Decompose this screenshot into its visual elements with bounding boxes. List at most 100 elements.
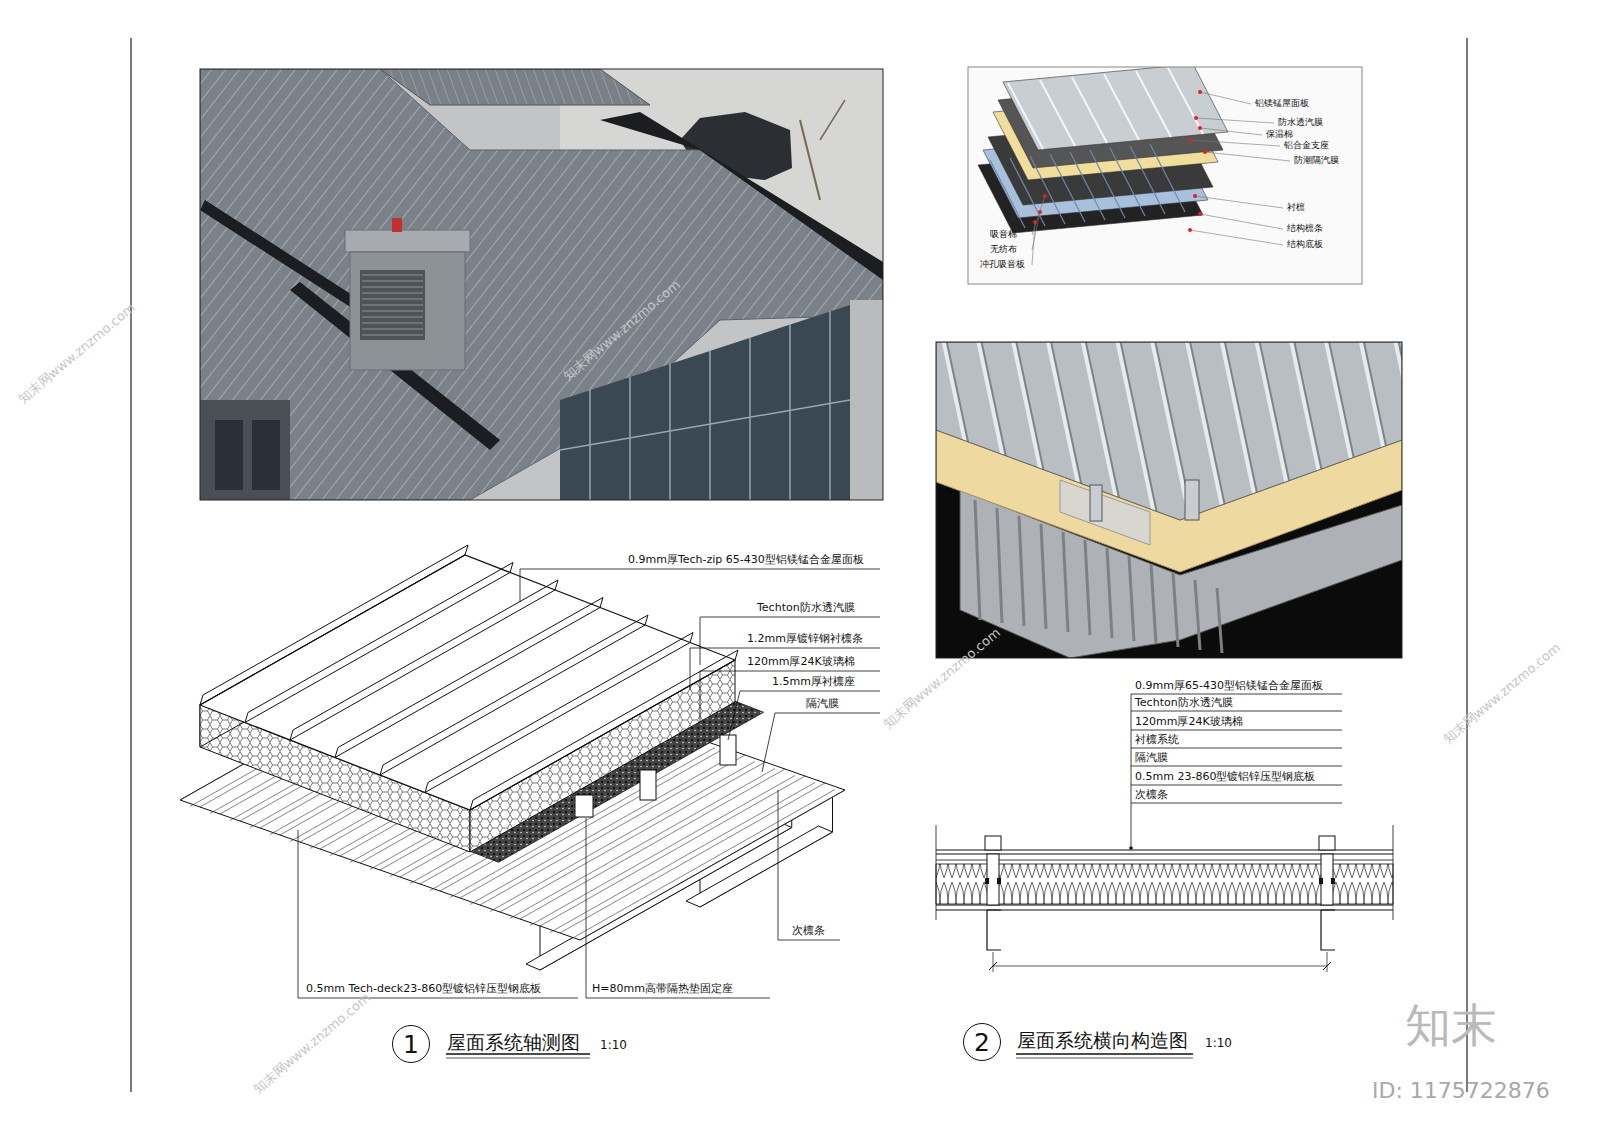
panel-seam xyxy=(380,625,645,775)
deck-rib xyxy=(1063,532,1068,632)
roof-photo xyxy=(200,69,883,500)
roof-gap xyxy=(200,200,360,310)
part-label: 结构底板 xyxy=(1287,239,1323,249)
window xyxy=(215,420,243,490)
louver-slat xyxy=(362,280,423,282)
panel-seam xyxy=(245,713,248,723)
deck-rib xyxy=(1129,556,1134,641)
tree xyxy=(800,120,820,200)
callout-rule xyxy=(1131,785,1342,786)
break-line xyxy=(936,825,937,920)
dimension-extension xyxy=(993,952,994,972)
leader-line xyxy=(1195,196,1283,208)
panel-seam xyxy=(510,563,513,573)
image-frame xyxy=(968,67,1362,284)
deck-rib xyxy=(975,500,980,620)
leader-line xyxy=(586,998,770,999)
part-label: 防水透汽膜 xyxy=(1278,117,1323,127)
panel-seam xyxy=(380,765,383,775)
roof-layer xyxy=(1003,67,1228,150)
deck-rib xyxy=(1050,154,1085,222)
fixing-clip xyxy=(575,795,593,817)
panel-seam xyxy=(248,563,513,713)
louver-slat xyxy=(362,322,423,324)
louver-slat xyxy=(362,292,423,294)
leader-line xyxy=(775,713,880,714)
leader-dot xyxy=(1198,212,1202,216)
part-label: 衬檩系统 xyxy=(1135,733,1179,746)
part-label: H=80mm高带隔热垫固定座 xyxy=(592,982,733,995)
vent-louver xyxy=(360,270,425,340)
part-label: Techton防水透汽膜 xyxy=(757,601,855,614)
sheet-border xyxy=(1466,38,1467,1092)
panel-seam xyxy=(473,650,738,800)
standing-seam xyxy=(985,836,1001,850)
part-label: 0.9mm厚65-430型铝镁锰合金屋面板 xyxy=(1135,679,1323,692)
part-label: 1:10 xyxy=(600,1038,627,1052)
panel-seam xyxy=(203,545,468,695)
callout-rule xyxy=(1131,711,1342,712)
leader-line xyxy=(700,671,880,672)
roof-gap xyxy=(600,112,883,280)
deck-rib xyxy=(1107,548,1112,638)
part-label: 铝镁锰屋面板 xyxy=(1255,98,1309,108)
purlin-section xyxy=(1321,910,1335,950)
part-label: 吸音棉 xyxy=(990,229,1017,239)
pavement xyxy=(850,300,883,500)
deck-rib xyxy=(1010,158,1045,226)
panel-seam xyxy=(200,695,203,705)
panel-seam xyxy=(293,580,558,730)
leader-line xyxy=(778,940,840,941)
leader-line xyxy=(762,713,775,772)
panel-seam xyxy=(245,573,510,723)
part-label: 防潮隔汽膜 xyxy=(1294,155,1339,165)
louver-slat xyxy=(362,298,423,300)
standing-seam xyxy=(1319,836,1335,850)
callout-rule xyxy=(1131,803,1342,804)
callout-number: 1 xyxy=(403,1032,419,1057)
clip-bolt xyxy=(1319,878,1323,884)
watermark: ID: 1175722876 xyxy=(1372,1078,1550,1104)
callout-rule xyxy=(1131,748,1342,749)
watermark: 知末网www.znzmo.com xyxy=(15,300,138,407)
panel-seam xyxy=(470,800,473,810)
view-title: 屋面系统轴测图 xyxy=(447,1031,580,1054)
vent-cap xyxy=(392,218,402,232)
louver-slat xyxy=(362,274,423,276)
dimension-line xyxy=(993,966,1327,967)
louver-slat xyxy=(362,334,423,336)
leader-dot xyxy=(1129,846,1133,850)
deck-corrugation xyxy=(560,783,825,933)
liner-seat xyxy=(640,770,656,800)
part-label: 冲孔吸音板 xyxy=(980,259,1025,269)
panel-seam xyxy=(383,615,648,765)
louver-slat xyxy=(362,310,423,312)
deck-rib xyxy=(997,508,1002,623)
panel-rib xyxy=(1168,68,1203,134)
leader-dot xyxy=(1198,126,1202,130)
deck-rib xyxy=(1110,148,1145,216)
deck-corrugation xyxy=(570,790,835,940)
leader-dot xyxy=(1033,220,1037,224)
dimension-tick xyxy=(989,962,997,970)
leader-line xyxy=(1196,118,1274,123)
leader-line xyxy=(1200,128,1262,135)
leader-dot xyxy=(1194,116,1198,120)
leader-line xyxy=(1032,196,1045,235)
panel-seam xyxy=(465,545,468,555)
render-frame xyxy=(936,342,1402,658)
panel-seam xyxy=(600,598,603,608)
title-underline xyxy=(446,1053,590,1054)
panel-seam xyxy=(338,598,603,748)
leader-line xyxy=(298,998,578,999)
panel-seam xyxy=(200,555,465,705)
deck-rib xyxy=(1041,524,1046,629)
panel-seam xyxy=(735,650,738,660)
roof-upper xyxy=(380,69,650,105)
panel-seam xyxy=(470,660,735,810)
deck-rib xyxy=(1150,144,1185,212)
panel-seam xyxy=(555,580,558,590)
bracket xyxy=(1185,480,1199,520)
deck-rib xyxy=(1070,152,1105,220)
panel-rib xyxy=(1008,83,1043,149)
